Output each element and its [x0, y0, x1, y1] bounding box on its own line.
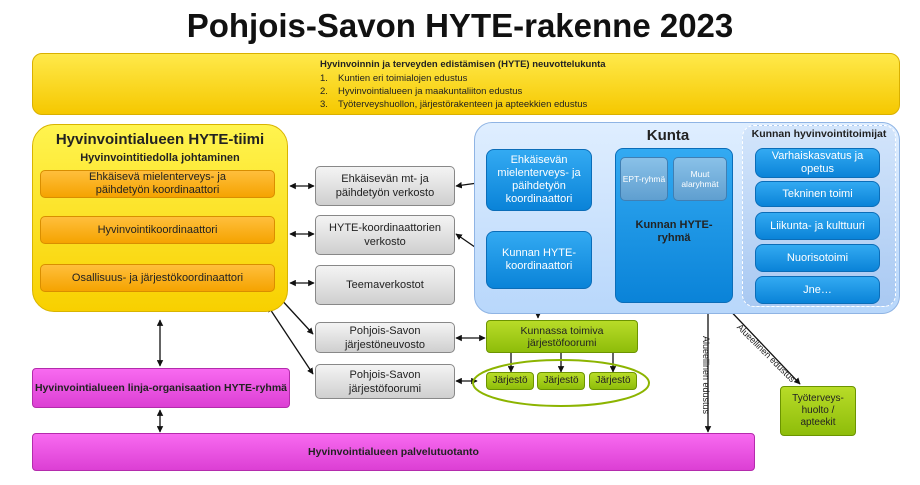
- network-themes: Teemaverkostot: [315, 265, 455, 305]
- welfare-actors-title: Kunnan hyvinvointitoimijat: [751, 128, 887, 140]
- org-council: Pohjois-Savon järjestöneuvosto: [315, 322, 455, 353]
- org-forum: Pohjois-Savon järjestöfoorumi: [315, 364, 455, 399]
- occupational-health: Työterveys-huolto / apteekit: [780, 386, 856, 436]
- regional-rep-label: Alueellinen edustus: [734, 322, 798, 385]
- kunta-ept-coordinator: Ehkäisevän mielenterveys- ja päihdetyön …: [486, 149, 592, 211]
- network-ept: Ehkäisevän mt- ja päihdetyön verkosto: [315, 166, 455, 206]
- council-item: 3.Työterveyshuollon, järjestörakenteen j…: [320, 99, 588, 110]
- hyte-team-subtitle: Hyvinvointitiedolla johtaminen: [80, 152, 240, 164]
- regional-rep-label: Alueellinen edustus: [701, 336, 711, 415]
- coordinator-ept: Ehkäisevä mielenterveys- ja päihdetyön k…: [40, 170, 275, 198]
- actor-etc: Jne…: [755, 276, 880, 304]
- municipal-org-forum: Kunnassa toimiva järjestöfoorumi: [486, 320, 638, 353]
- council-item: 1.Kuntien eri toimialojen edustus: [320, 73, 468, 84]
- actor-sports-culture: Liikunta- ja kulttuuri: [755, 212, 880, 240]
- actor-youth: Nuorisotoimi: [755, 244, 880, 272]
- hyte-team-title: Hyvinvointialueen HYTE-tiimi: [55, 131, 265, 148]
- coordinator-participation: Osallisuus- ja järjestökoordinaattori: [40, 264, 275, 292]
- actor-technical: Tekninen toimi: [755, 181, 880, 207]
- organization: Järjestö: [589, 372, 637, 390]
- network-hyte-coordinators: HYTE-koordinaattorien verkosto: [315, 215, 455, 255]
- organization: Järjestö: [486, 372, 534, 390]
- coordinator-wellbeing: Hyvinvointikoordinaattori: [40, 216, 275, 244]
- ept-group: EPT-ryhmä: [620, 157, 668, 201]
- page-title: Pohjois-Savon HYTE-rakenne 2023: [186, 7, 734, 44]
- council-heading: Hyvinvoinnin ja terveyden edistämisen (H…: [320, 59, 606, 70]
- kunta-hyte-coordinator: Kunnan HYTE-koordinaattori: [486, 231, 592, 289]
- other-subgroups: Muut alaryhmät: [673, 157, 727, 201]
- service-production: Hyvinvointialueen palvelutuotanto: [32, 433, 755, 471]
- line-org-hyte-group: Hyvinvointialueen linja-organisaation HY…: [32, 368, 290, 408]
- actor-education: Varhaiskasvatus ja opetus: [755, 148, 880, 178]
- hyte-council: Hyvinvoinnin ja terveyden edistämisen (H…: [32, 53, 900, 115]
- organization: Järjestö: [537, 372, 585, 390]
- kunta-title: Kunta: [646, 127, 690, 144]
- council-item: 2.Hyvinvointialueen ja maakuntaliiton ed…: [320, 86, 523, 97]
- kunta-hyte-group-label: Kunnan HYTE-ryhmä: [635, 219, 713, 244]
